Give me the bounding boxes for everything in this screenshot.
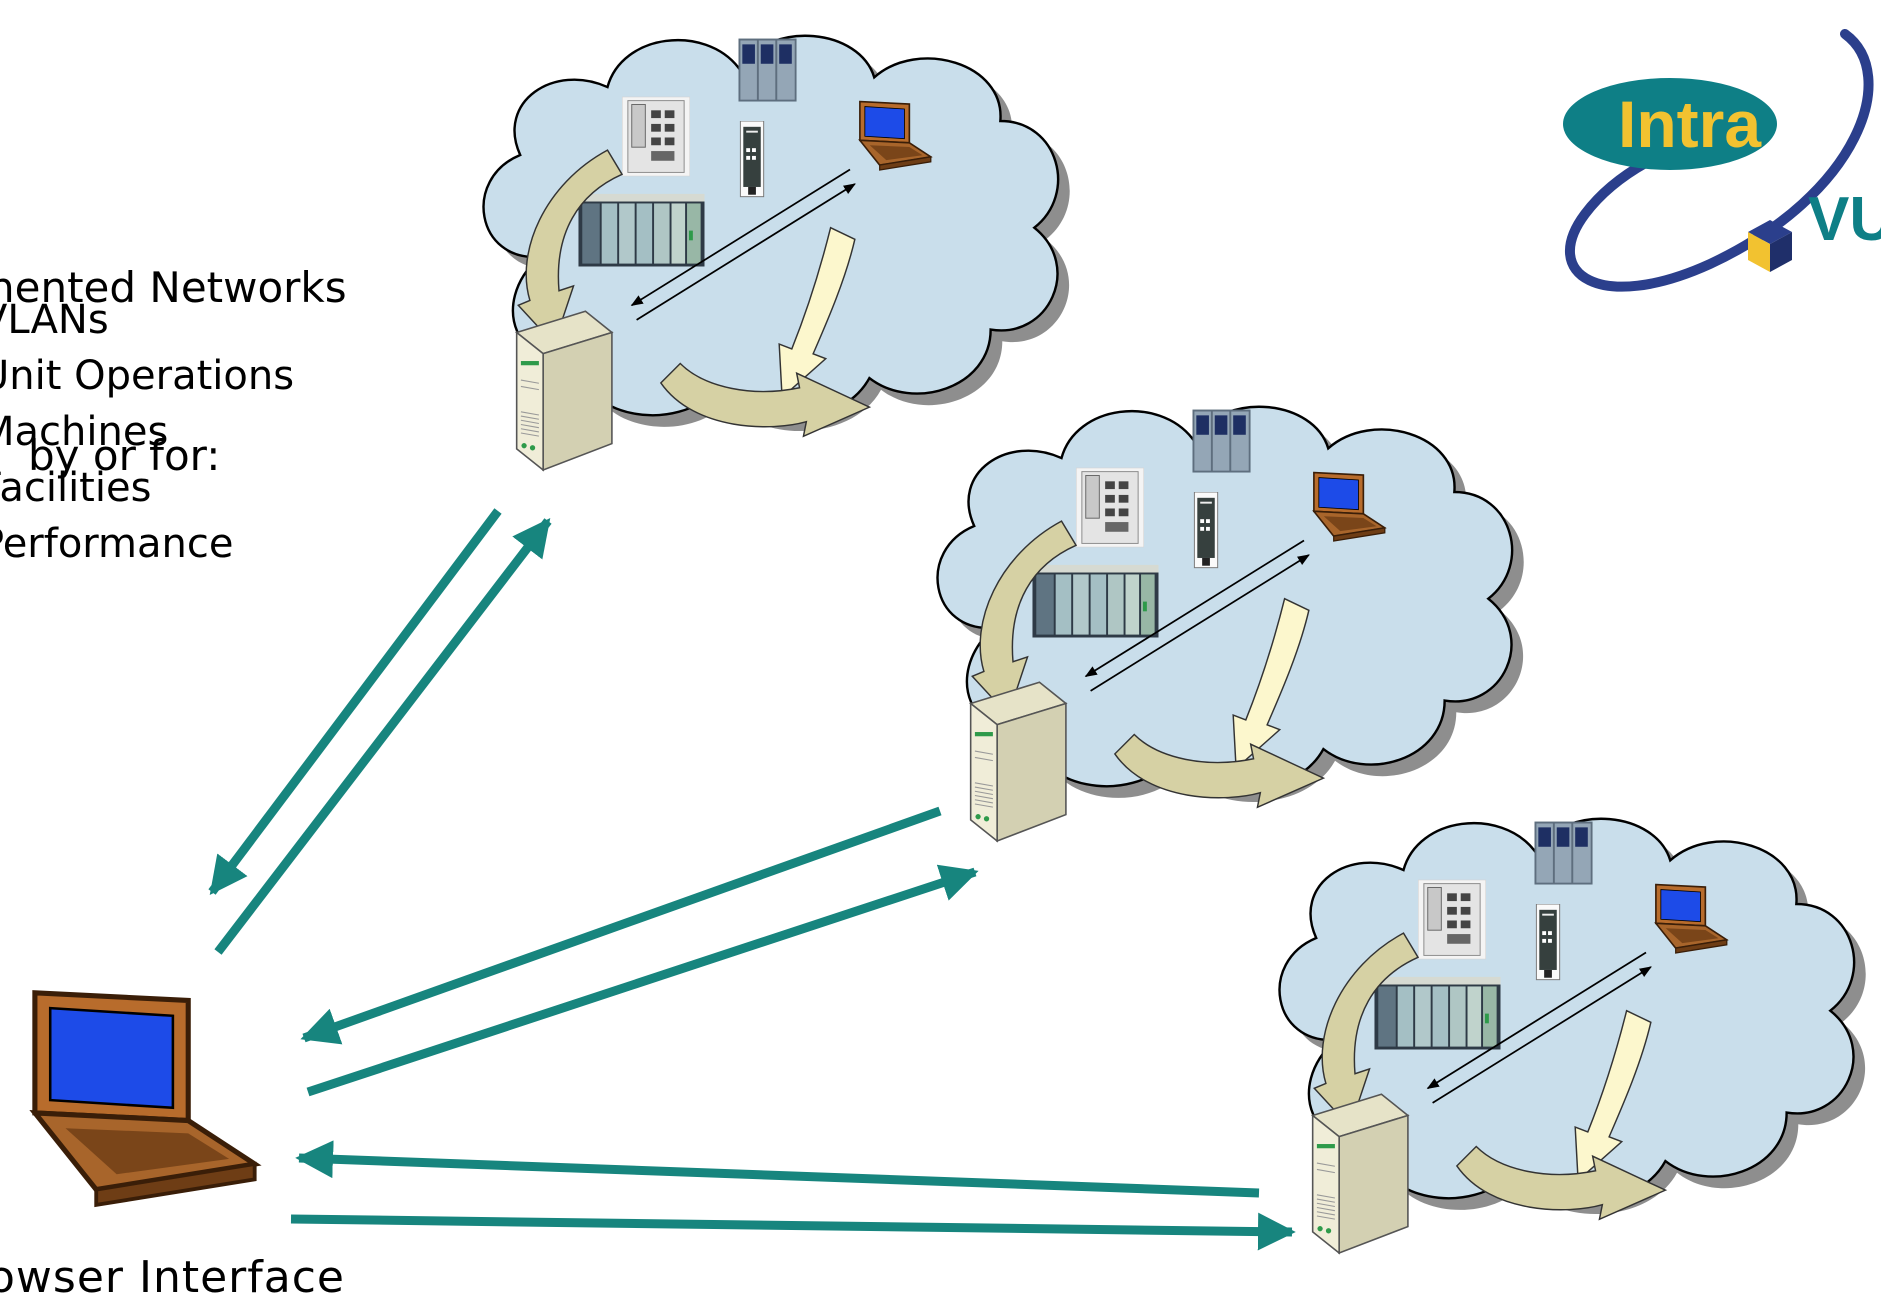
browser-interface-label: owser Interface — [0, 1252, 345, 1303]
bullet-item: Machines — [0, 409, 169, 455]
logo-cube-icon — [1748, 220, 1792, 272]
bullet-list: VLANs Unit Operations Machines Facilitie… — [0, 292, 294, 572]
arrow-bottom-to-laptop — [295, 1140, 1260, 1198]
connector-arrows — [208, 508, 1296, 1251]
intravue-logo: Intra VUE — [1563, 29, 1881, 292]
bullet-item: Performance — [0, 521, 234, 567]
bullet-item: Unit Operations — [0, 353, 295, 399]
heading-line-2: by or for: — [28, 431, 221, 480]
arrow-middle-to-laptop — [300, 806, 942, 1045]
arrow-laptop-to-top — [214, 517, 552, 955]
bullet-item: Facilities — [0, 465, 152, 511]
heading-line-1: nented Networks — [0, 263, 347, 312]
logo-swoosh — [1564, 29, 1874, 292]
bullet-item: VLANs — [0, 297, 109, 343]
cloud-cluster-top — [484, 36, 1070, 470]
arrow-laptop-to-middle — [306, 864, 979, 1097]
logo-word-intra: Intra — [1618, 87, 1762, 161]
heading: nented Networks by or for: — [0, 148, 347, 540]
browser-laptop-icon — [35, 993, 255, 1205]
logo-word-vue: VUE — [1808, 185, 1881, 254]
arrow-top-to-laptop — [208, 508, 502, 896]
arrow-laptop-to-bottom — [290, 1212, 1296, 1251]
cloud-cluster-bottom — [1280, 819, 1866, 1253]
logo-oval — [1563, 78, 1777, 170]
cloud-cluster-middle — [938, 407, 1524, 841]
